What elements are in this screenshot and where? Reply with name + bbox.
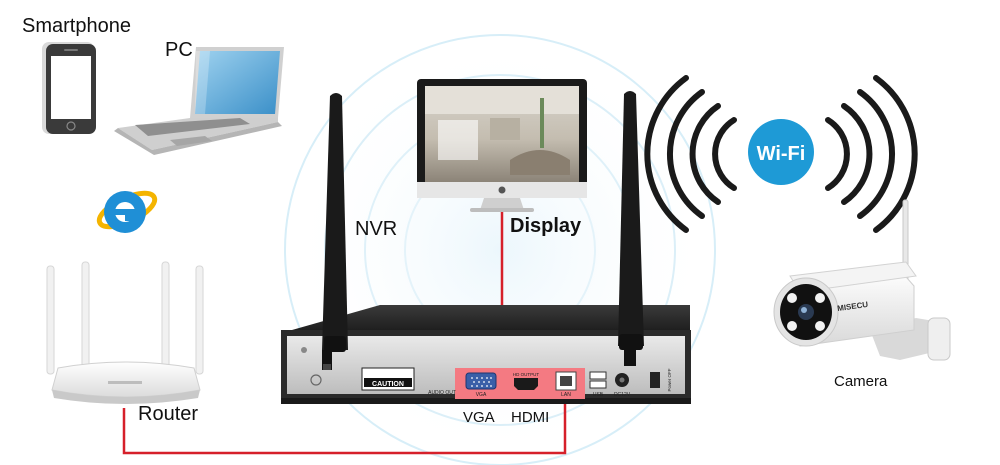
- router-label: Router: [138, 403, 199, 425]
- dc-port-text: DC12V: [614, 392, 631, 398]
- power-text: Power OFF: [667, 368, 672, 391]
- monitor-icon: [417, 79, 587, 212]
- nvr-label: NVR: [355, 218, 398, 240]
- vga-label: VGA: [463, 409, 495, 426]
- internet-explorer-icon: [96, 190, 158, 233]
- wifi-badge-text: Wi-Fi: [757, 143, 806, 165]
- nvr-icon: [281, 91, 691, 404]
- camera-brand-text: MISECU: [837, 300, 869, 313]
- smartphone-icon: [42, 42, 96, 134]
- camera-label: Camera: [834, 373, 888, 390]
- caution-text: CAUTION: [372, 381, 404, 388]
- pc-label: PC: [165, 39, 193, 61]
- display-label: Display: [510, 215, 582, 237]
- smartphone-label: Smartphone: [22, 15, 131, 37]
- lan-port-text: LAN: [561, 392, 571, 398]
- router-icon: [46, 261, 204, 404]
- vga-port-text: VGA: [476, 392, 487, 398]
- usb-port-text: USB: [593, 392, 604, 398]
- camera-icon: [773, 199, 951, 361]
- hdmi-port-text: HD OUTPUT: [513, 372, 539, 377]
- laptop-icon: [114, 47, 284, 155]
- hdmi-label: HDMI: [511, 409, 550, 426]
- device-labels: CAUTION AUDIO OUT VGA HD OUTPUT LAN USB …: [372, 143, 869, 398]
- audio-out-text: AUDIO OUT: [428, 390, 456, 396]
- wifi-icon: [644, 75, 918, 233]
